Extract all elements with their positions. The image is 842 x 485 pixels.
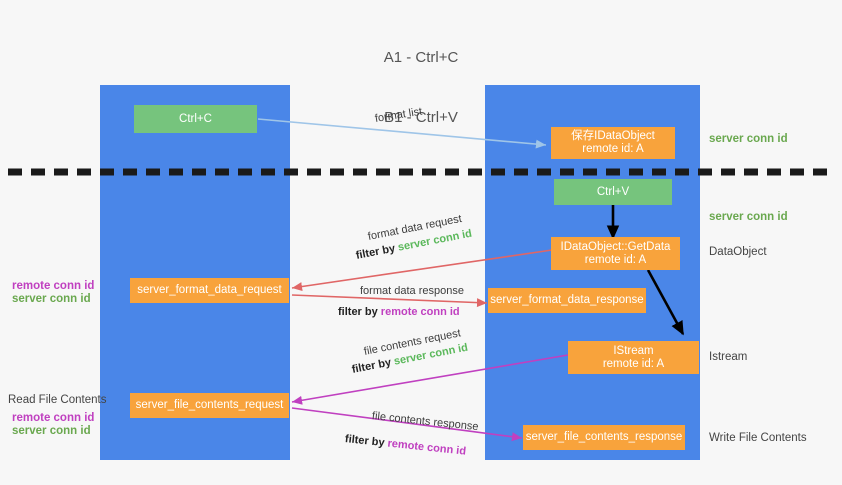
box-ctrl-v[interactable]: Ctrl+V <box>554 179 672 205</box>
caption-file-contents-response-filter: filter by remote conn id <box>344 432 466 459</box>
box-server-format-data-response[interactable]: server_format_data_response <box>488 288 646 313</box>
box-idataobject[interactable]: 保存IDataObject remote id: A <box>551 127 675 159</box>
caption-file-contents-response-filter-value: remote conn id <box>386 437 467 458</box>
caption-file-contents-request-filter-prefix: filter by <box>350 355 396 376</box>
caption-format-data-response-filter: filter by remote conn id <box>338 305 460 319</box>
left-label-remote-conn-id-mid: remote conn id <box>12 280 95 292</box>
left-label-read-file-contents: Read File Contents <box>8 394 107 406</box>
right-label-server-conn-id-top: server conn id <box>709 133 788 145</box>
box-server-file-contents-response[interactable]: server_file_contents_response <box>523 425 685 450</box>
left-label-server-conn-id-mid: server conn id <box>12 293 91 305</box>
box-server-file-contents-request[interactable]: server_file_contents_request <box>130 393 289 418</box>
box-ctrl-c[interactable]: Ctrl+C <box>134 105 257 133</box>
caption-file-contents-response-filter-prefix: filter by <box>344 433 389 450</box>
right-label-server-conn-id-mid: server conn id <box>709 211 788 223</box>
caption-format-data-response-filter-value: remote conn id <box>380 306 460 318</box>
caption-file-contents-response: file contents response <box>371 410 480 434</box>
right-label-dataobject: DataObject <box>709 246 767 258</box>
right-label-write-file-contents: Write File Contents <box>709 432 807 444</box>
caption-format-data-response-filter-prefix: filter by <box>338 306 381 318</box>
box-istream[interactable]: IStream remote id: A <box>568 341 699 374</box>
left-label-server-conn-id-bottom: server conn id <box>12 425 91 437</box>
left-label-remote-conn-id-bottom: remote conn id <box>12 412 95 424</box>
caption-format-data-response: format data response <box>360 285 464 297</box>
title-line-1: A1 - Ctrl+C <box>383 49 459 66</box>
box-server-format-data-request[interactable]: server_format_data_request <box>130 278 289 303</box>
right-label-istream: Istream <box>709 351 748 363</box>
box-idataobject-getdata[interactable]: IDataObject::GetData remote id: A <box>551 237 680 270</box>
caption-format-data-request-filter-prefix: filter by <box>354 241 400 262</box>
